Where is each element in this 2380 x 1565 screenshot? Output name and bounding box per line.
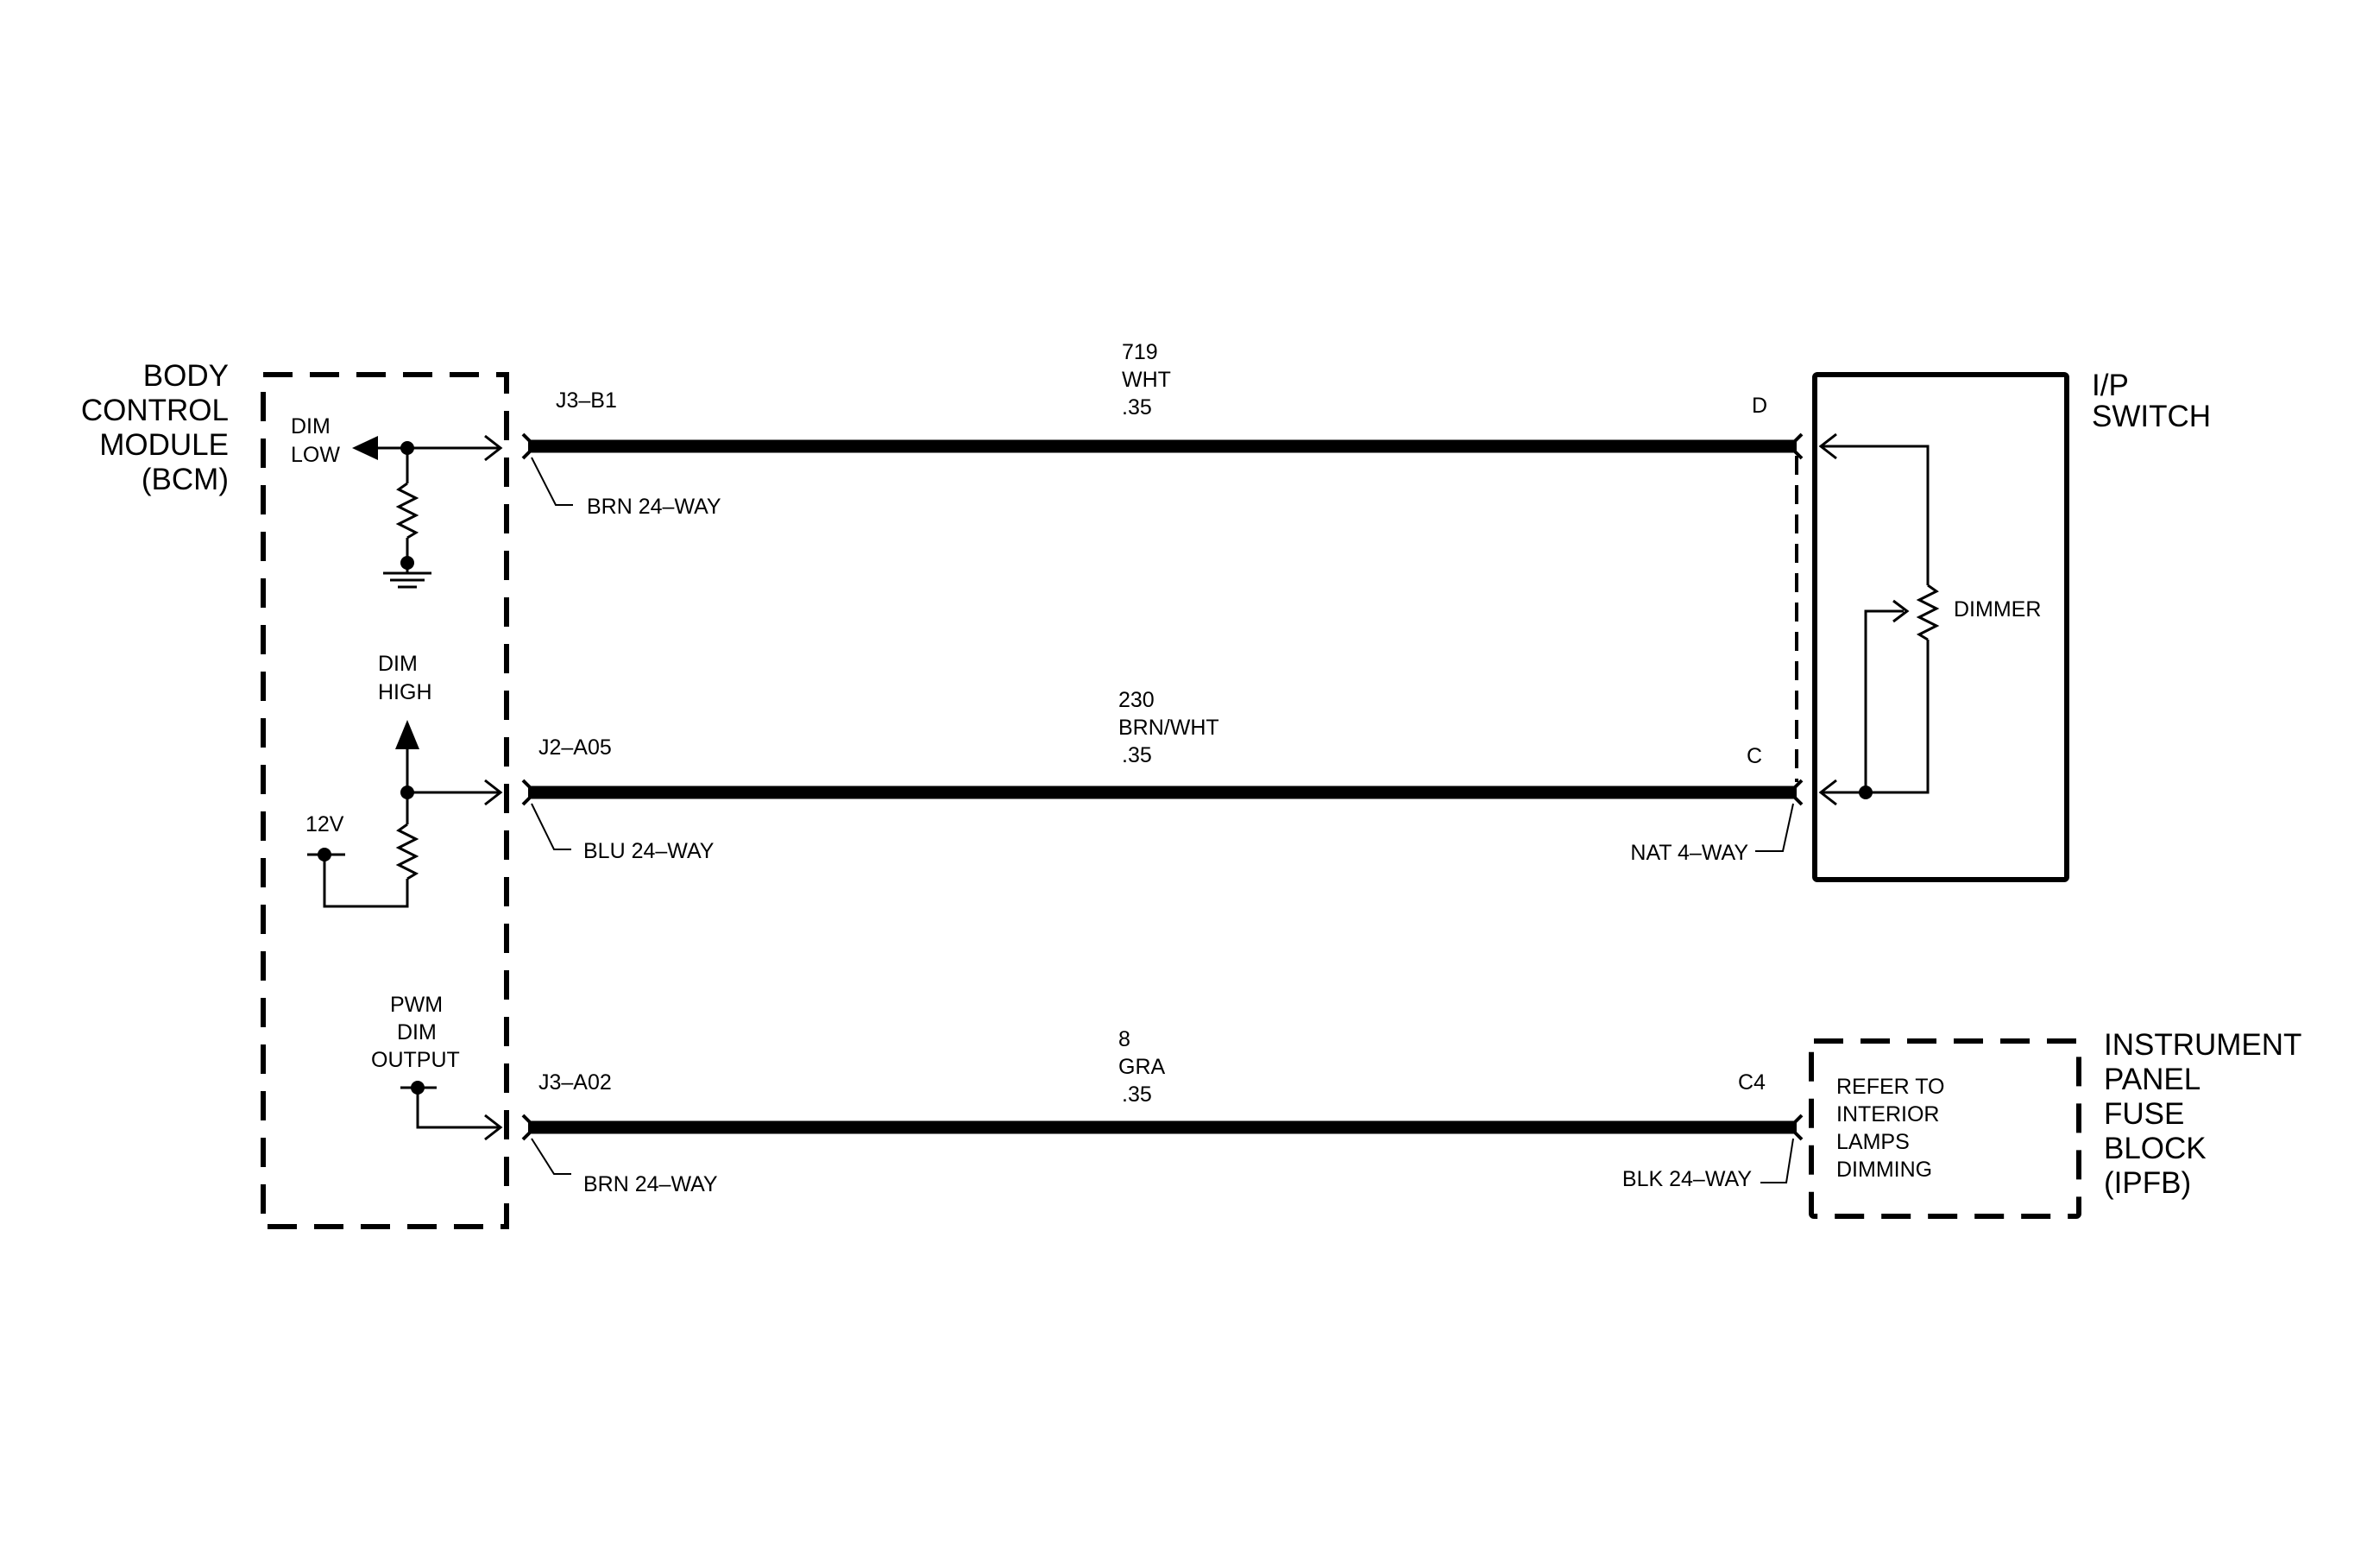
dim-high-label-2: HIGH [378,680,432,704]
dim-high-circuit: DIM HIGH 12V [305,652,503,908]
ipfb-label-line1: INSTRUMENT [2104,1028,2301,1062]
ipfb-refer-line1: REFER TO [1836,1075,1945,1099]
bcm-label-line2: CONTROL [81,394,229,427]
ip-d-line [1821,445,1930,585]
dim-high-terminal-arrow-icon [484,779,503,806]
wire-230-far-pin: C [1747,744,1762,768]
ipfb-refer-line2: INTERIOR [1836,1102,1939,1126]
ipfb-label-line2: PANEL [2104,1063,2201,1096]
dim-high-arrow-icon [395,720,419,749]
ip-switch-label-1: I/P [2092,369,2129,402]
bcm-label-line3: MODULE [99,428,229,462]
dim-high-resistor-icon [395,823,419,880]
wire-719-far-pin: D [1752,394,1767,418]
wire-230-bcm-pin: J2–A05 [538,735,612,760]
wire-230-far-connector: NAT 4–WAY [1630,841,1748,865]
ipfb-label-line3: FUSE [2104,1097,2184,1131]
pwm-terminal-arrow-icon [484,1114,503,1141]
dim-high-label-1: DIM [378,652,418,676]
ipfb-dashed-box [1809,1038,2081,1219]
wire-230-bcm-connector-leader [531,803,571,850]
wire-8: 8 GRA .35 J3–A02 C4 BRN 24–WAY BLK 24–WA… [521,1027,1804,1196]
wire-230: 230 BRN/WHT .35 J2–A05 C BLU 24–WAY NAT … [521,688,1804,865]
wire-8-size: .35 [1122,1082,1152,1107]
ip-c-terminal-arrow-icon [1818,779,1837,806]
wire-230-color: BRN/WHT [1118,716,1219,740]
wire-719: 719 WHT .35 J3–B1 D BRN 24–WAY [521,340,1804,519]
wire-719-bcm-connector-leader [531,457,573,506]
wire-230-far-connector-leader [1755,803,1794,852]
ipfb-label-line4: BLOCK [2104,1132,2207,1165]
wire-8-bcm-connector-leader [531,1138,571,1175]
wire-8-far-pin: C4 [1738,1070,1766,1095]
bcm-label-line4: (BCM) [142,463,229,496]
wire-719-color: WHT [1122,368,1171,392]
ipfb-label-line5: (IPFB) [2104,1166,2191,1200]
wire-230-bcm-connector: BLU 24–WAY [583,839,715,863]
wire-8-bcm-connector: BRN 24–WAY [583,1172,718,1196]
wire-719-left-pin-icon [521,432,537,460]
dim-low-label-1: DIM [291,414,331,439]
dimmer-wiper-arrow-icon [1892,599,1910,623]
dim-low-terminal-arrow-icon [484,434,503,462]
ip-switch-internal-wiring: DIMMER [1818,432,2041,806]
ground-icon [383,571,431,589]
wire-8-right-pin-icon [1788,1114,1804,1141]
ipfb-refer-line4: DIMMING [1836,1158,1932,1182]
dimmer-wiper-line [1864,609,1904,792]
wire-230-right-pin-icon [1788,779,1804,806]
dim-low-circuit: DIM LOW [291,414,503,589]
wire-230-left-pin-icon [521,779,537,806]
wire-8-circuit: 8 [1118,1027,1130,1051]
ip-switch-label-2: SWITCH [2092,400,2211,433]
wire-8-bcm-pin: J3–A02 [538,1070,612,1095]
wire-230-size: .35 [1122,743,1152,767]
pwm-circuit: PWM DIM OUTPUT [371,993,503,1141]
bcm-label: BODY CONTROL MODULE (BCM) [81,359,229,496]
ipfb-label: INSTRUMENT PANEL FUSE BLOCK (IPFB) [2104,1028,2301,1200]
wire-719-size: .35 [1122,395,1152,420]
pwm-feed-line [416,1088,499,1129]
wire-8-far-connector-leader [1760,1138,1794,1183]
dim-low-arrow-icon [352,436,378,460]
wire-719-bcm-connector: BRN 24–WAY [587,495,721,519]
pwm-label-1: PWM [390,993,443,1017]
bcm-dashed-box [261,372,509,1229]
ip-c-return-line [1821,640,1930,794]
ipfb-refer-line3: LAMPS [1836,1130,1910,1154]
bcm-label-line1: BODY [143,359,229,393]
pwm-label-3: OUTPUT [371,1048,460,1072]
wire-719-bcm-pin: J3–B1 [556,388,617,413]
ip-switch-box [1812,372,2069,882]
ipfb-refer-note: REFER TO INTERIOR LAMPS DIMMING [1836,1075,1945,1182]
wire-8-far-connector: BLK 24–WAY [1622,1167,1752,1191]
v12-label: 12V [305,812,344,836]
dimmer-label: DIMMER [1954,597,2041,622]
dimmer-resistor-icon [1916,584,1940,641]
wire-230-circuit: 230 [1118,688,1155,712]
wire-719-circuit: 719 [1122,340,1158,364]
dim-low-label-2: LOW [291,443,340,467]
wire-8-left-pin-icon [521,1114,537,1141]
dim-high-12v-return [323,855,409,908]
pwm-label-2: DIM [397,1020,437,1044]
wire-719-right-pin-icon [1788,432,1804,460]
wire-8-color: GRA [1118,1055,1166,1079]
dim-low-resistor-icon [395,482,419,540]
